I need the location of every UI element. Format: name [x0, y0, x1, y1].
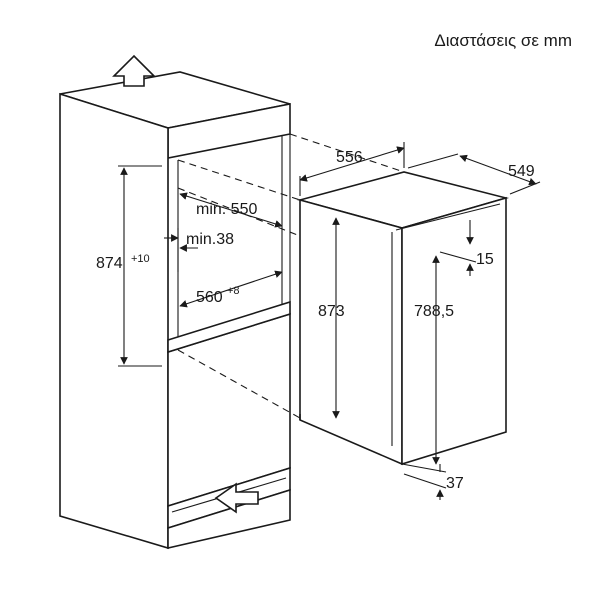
niche-height-tolerance: +10: [131, 253, 150, 265]
appliance-width-value: 556: [336, 149, 363, 166]
niche-height-value: 874: [96, 255, 123, 272]
diagram-title: Διαστάσεις σε mm: [434, 31, 572, 50]
dimension-appliance-depth: 549: [407, 153, 541, 195]
dimension-top-offset: 15: [439, 220, 494, 276]
dimension-door-height: 788,5: [414, 255, 454, 465]
min-depth-value: min. 550: [196, 201, 257, 218]
appliance-height-value: 873: [318, 303, 345, 320]
dimension-vent-gap: min.38: [164, 228, 234, 272]
dimension-niche-width: 560 +8: [179, 270, 283, 308]
dimension-min-depth: min. 550: [179, 192, 283, 228]
dimension-appliance-height: 873: [318, 217, 345, 419]
vent-gap-value: min.38: [186, 231, 234, 248]
cabinet-niche: [59, 71, 291, 550]
bottom-offset-value: 37: [446, 475, 464, 492]
dimension-niche-height: 874 +10: [96, 165, 162, 367]
ventilation-up-arrow-icon: [112, 54, 156, 87]
top-offset-value: 15: [476, 251, 494, 268]
dimension-bottom-offset: 37: [401, 463, 464, 500]
dimension-appliance-width: 556: [299, 142, 405, 196]
niche-width-tolerance: +8: [227, 285, 240, 297]
ventilation-inlet-arrow-icon: [214, 482, 259, 514]
appliance-depth-value: 549: [508, 163, 535, 180]
niche-width-value: 560: [196, 289, 223, 306]
door-height-value: 788,5: [414, 303, 454, 320]
